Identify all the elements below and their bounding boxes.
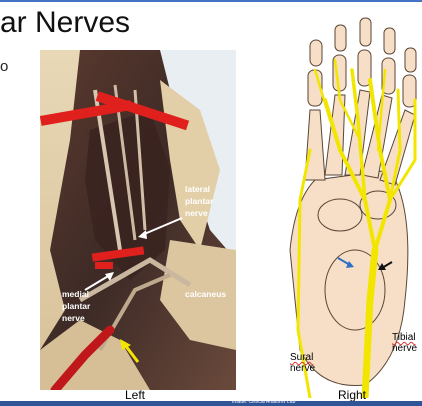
image-credit: Image: Clinical Anatomy Lab	[232, 399, 296, 403]
medial-plantar-label-line1: medial	[62, 289, 89, 299]
medial-plantar-label-line2: plantar	[62, 301, 91, 311]
tibial-nerve-label: Tibial nerve	[392, 332, 417, 354]
tibial-nerve-label-line2: nerve	[392, 343, 418, 354]
top-border-line	[0, 0, 422, 2]
bottom-accent-bar	[0, 401, 422, 406]
lateral-plantar-label-line1: lateral	[185, 184, 210, 194]
left-caption: Left	[125, 388, 146, 402]
sural-nerve-label-line2: nerve	[290, 363, 316, 374]
medial-plantar-label-line3: nerve	[62, 313, 85, 323]
lateral-plantar-label-line2: plantar	[185, 196, 214, 206]
slide-title: ar Nerves	[0, 6, 131, 39]
slide-subtitle-fragment: o	[0, 58, 9, 75]
calcaneus-label: calcaneus	[185, 289, 226, 299]
dissection-photo: lateral plantar nerve medial plantar ner…	[40, 50, 236, 390]
right-caption: Right	[338, 388, 367, 402]
sural-nerve-label: Sural nerve	[290, 352, 315, 374]
sural-nerve-label-line1: Sural	[290, 352, 314, 363]
tibial-nerve-label-line1: Tibial	[392, 332, 416, 343]
foot-nerve-illustration	[270, 0, 422, 398]
lateral-plantar-label-line3: nerve	[185, 208, 208, 218]
